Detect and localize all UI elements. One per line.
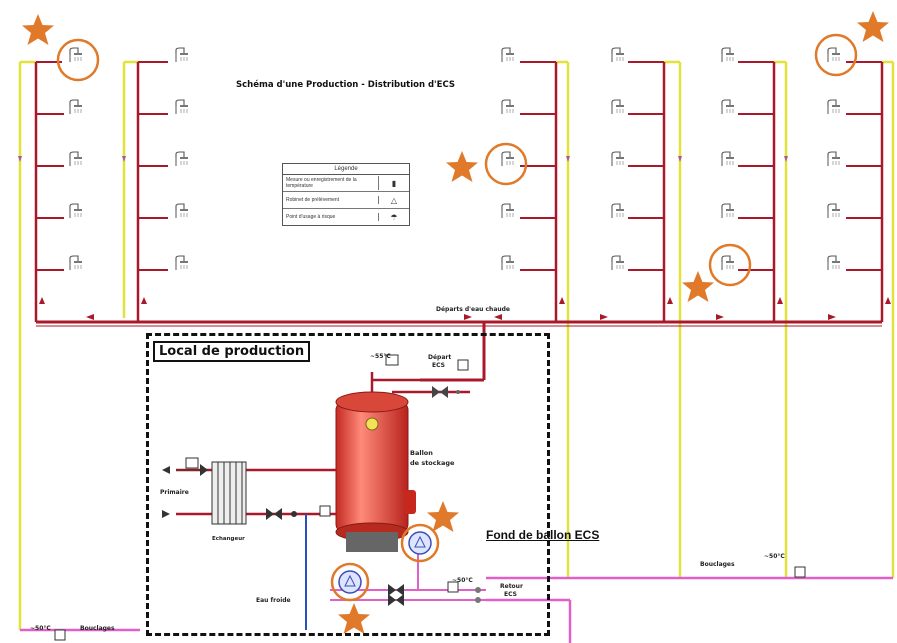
valves-top xyxy=(432,386,460,398)
highlight-inner-icons xyxy=(338,531,432,594)
primary-arrows xyxy=(162,466,170,518)
ballon-label-2: de stockage xyxy=(410,459,455,467)
primaire-label: Primaire xyxy=(160,489,189,496)
depart-ecs-label-2: ECS xyxy=(432,362,445,369)
hot-distribution-main xyxy=(36,320,882,382)
tap-icon: △ xyxy=(390,195,398,205)
shower-icon: ☂ xyxy=(390,212,398,222)
legend-row: Point d'usage à risque ☂ xyxy=(283,209,409,225)
diagram-title: Schéma d'une Production - Distribution d… xyxy=(236,80,455,90)
hot-risers xyxy=(34,62,884,322)
legend-text: Mesure ou enregistrement de la températu… xyxy=(283,176,379,190)
retour-label-1: Retour xyxy=(500,583,523,590)
production-room-boundary xyxy=(146,333,550,636)
flow-arrows xyxy=(39,297,891,320)
temp-50-label-b: ~50°C xyxy=(764,553,785,560)
primary-pump xyxy=(185,457,208,476)
departs-label: Départs d'eau chaude xyxy=(436,306,510,313)
risk-highlights xyxy=(56,33,858,602)
shower-icons xyxy=(69,47,841,271)
bouclages-label-a: Bouclages xyxy=(80,625,115,632)
return-valves xyxy=(388,581,481,606)
echangeur-label: Echangeur xyxy=(212,536,245,542)
legend-title: Légende xyxy=(283,164,409,175)
storage-tank xyxy=(335,391,416,552)
shower-branches xyxy=(36,61,882,271)
legend-text: Robinet de prélèvement xyxy=(283,196,379,204)
exchanger-plates xyxy=(217,462,243,524)
tank-bottom-label: Fond de ballon ECS xyxy=(486,528,600,542)
retour-label-2: ECS xyxy=(504,591,517,598)
temp-55-label: ~55°C xyxy=(370,353,391,360)
legend-text: Point d'usage à risque xyxy=(283,213,379,221)
temp-50-label-c: ~50°C xyxy=(30,625,51,632)
return-loop xyxy=(20,576,893,643)
bouclages-label-b: Bouclages xyxy=(700,561,735,568)
legend-row: Mesure ou enregistrement de la températu… xyxy=(283,175,409,192)
highlight-inner-marks xyxy=(344,535,426,587)
loop-arrows xyxy=(18,156,788,162)
ballon-label-1: Ballon xyxy=(410,449,433,457)
eau-froide-label: Eau froide xyxy=(256,597,291,604)
temp-50-label-a: ~50°C xyxy=(452,577,473,584)
cold-valves xyxy=(266,508,297,520)
legend-row: Robinet de prélèvement △ xyxy=(283,192,409,209)
sampling-points xyxy=(54,354,806,641)
loop-risers xyxy=(18,60,895,630)
depart-ecs-label-1: Départ xyxy=(428,354,451,361)
legend-box: Légende Mesure ou enregistrement de la t… xyxy=(282,163,410,226)
production-room-title: Local de production xyxy=(153,341,311,362)
thermometer-icon: ▮ xyxy=(391,178,397,188)
